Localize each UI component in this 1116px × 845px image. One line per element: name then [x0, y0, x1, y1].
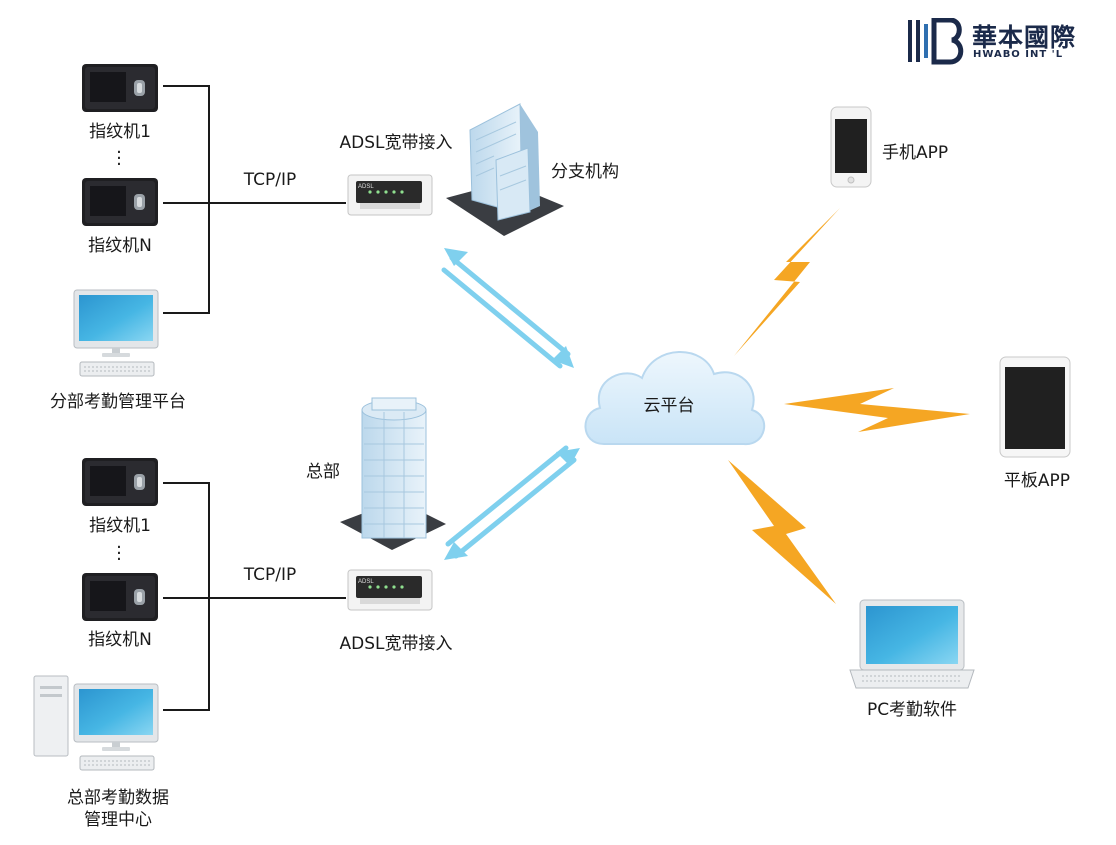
branch-adsl-modem-icon: ADSL — [347, 174, 433, 216]
company-logo-text-cn: 華本國際 — [972, 23, 1077, 52]
hq-building-label: 总部 — [306, 462, 340, 482]
branch-adsl-label: ADSL宽带接入 — [339, 133, 453, 153]
cloud-label: 云平台 — [643, 396, 695, 416]
branch-fingerprint-n-label: 指纹机N — [88, 236, 152, 256]
branch-fingerprint-1-icon — [82, 64, 158, 112]
company-logo: 華本國際 HWABO INT 'L — [906, 18, 1096, 66]
hq-tcp-label: TCP/IP — [243, 565, 297, 585]
hq-modem-brand: ADSL — [358, 579, 374, 585]
hq-cloud-double-arrow — [445, 445, 577, 559]
hq-ellipsis-icon: ··· — [116, 537, 122, 570]
branch-cloud-double-arrow — [441, 255, 571, 369]
hq-building-icon — [340, 397, 446, 550]
branch-computer-icon — [73, 289, 159, 377]
laptop-icon — [849, 599, 975, 689]
hq-computer-icon — [73, 683, 159, 771]
branch-platform-label: 分部考勤管理平台 — [50, 392, 186, 412]
branch-ellipsis-icon: ··· — [116, 142, 122, 175]
hq-adsl-modem-icon: ADSL — [347, 569, 433, 611]
phone-app-label: 手机APP — [882, 143, 949, 163]
branch-building-icon — [446, 103, 564, 236]
branch-tcp-label: TCP/IP — [243, 170, 297, 190]
hq-data-center-label-2: 管理中心 — [84, 810, 152, 830]
phone-lightning-icon — [734, 208, 840, 356]
hq-fingerprint-n-label: 指纹机N — [88, 630, 152, 650]
cloud-platform-icon — [584, 351, 766, 446]
pc-software-label: PC考勤软件 — [866, 700, 958, 720]
hq-fingerprint-1-icon — [82, 458, 158, 506]
tablet-app-label: 平板APP — [1003, 471, 1071, 491]
branch-modem-brand: ADSL — [358, 184, 374, 190]
company-logo-mark-icon — [908, 18, 964, 65]
hq-adsl-label: ADSL宽带接入 — [339, 634, 453, 654]
company-logo-text-en: HWABO INT 'L — [973, 49, 1064, 60]
branch-fingerprint-n-icon — [82, 178, 158, 226]
hq-data-center-label-1: 总部考勤数据 — [67, 788, 169, 808]
pc-lightning-icon — [728, 460, 836, 604]
branch-fingerprint-1-label: 指纹机1 — [89, 122, 151, 142]
hq-fingerprint-n-icon — [82, 573, 158, 621]
phone-icon — [830, 106, 872, 188]
tablet-icon — [999, 356, 1071, 458]
hq-tower-icon — [33, 675, 69, 757]
hq-fingerprint-1-label: 指纹机1 — [89, 516, 151, 536]
branch-building-label: 分支机构 — [551, 162, 619, 182]
tablet-lightning-icon — [784, 388, 970, 432]
